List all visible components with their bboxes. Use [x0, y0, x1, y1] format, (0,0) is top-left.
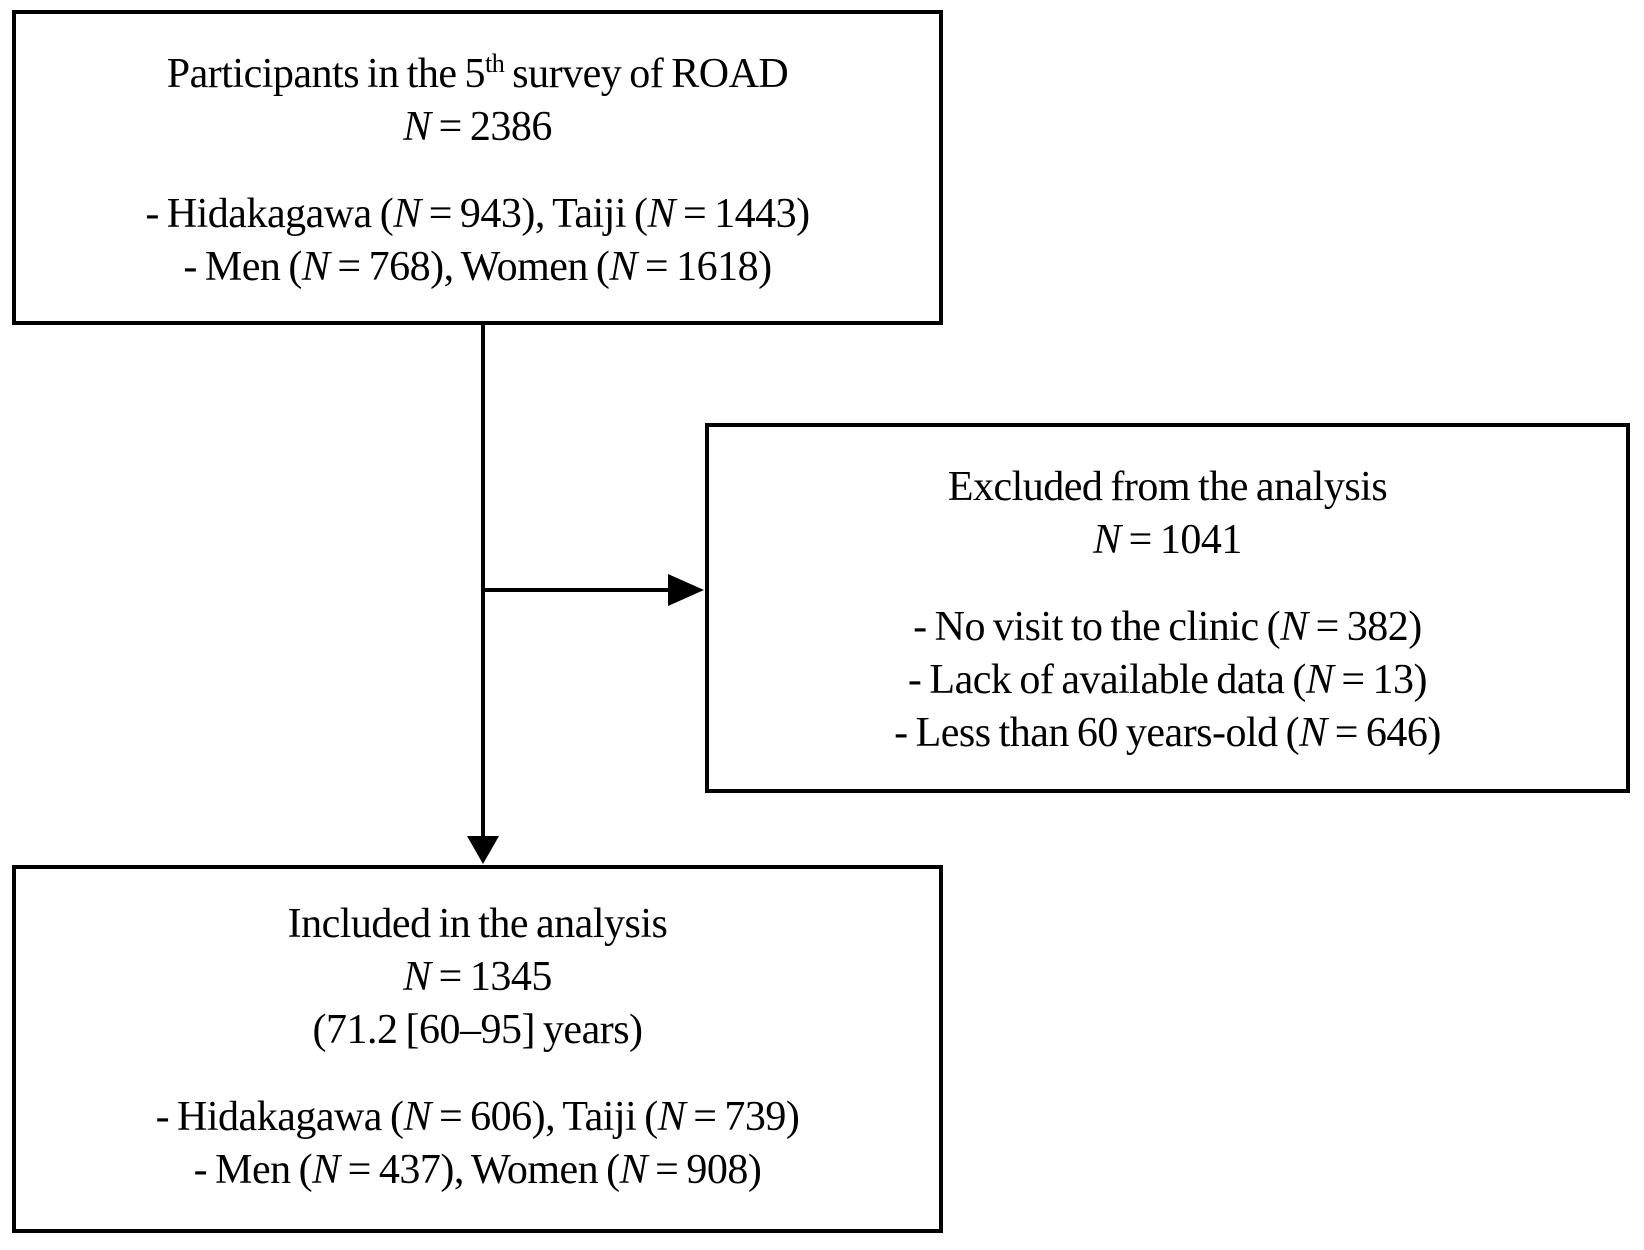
text-segment: - Men ( — [193, 1147, 313, 1193]
text-segment: th — [485, 49, 505, 78]
participants-title: Participants in the 5th survey of ROAD — [16, 48, 939, 101]
participants-count: N = 2386 — [16, 101, 939, 154]
text-segment: Excluded from the analysis — [947, 464, 1388, 510]
text-segment: N — [393, 191, 421, 237]
text-segment: N — [403, 954, 431, 1000]
text-segment: N — [647, 191, 675, 237]
text-segment: survey of ROAD — [504, 51, 789, 97]
text-segment: = 13) — [1333, 657, 1428, 703]
text-segment: = 1041 — [1120, 517, 1243, 563]
text-segment: - Lack of available data ( — [907, 657, 1306, 703]
text-segment: = 739) — [685, 1094, 800, 1140]
text-segment: N — [1299, 710, 1327, 756]
text-segment: - Less than 60 years-old ( — [894, 710, 1300, 756]
text-segment: - Men ( — [183, 244, 302, 290]
text-segment: = 1443) — [675, 191, 810, 237]
included-title: Included in the analysis — [16, 898, 939, 951]
text-segment: N — [1093, 517, 1121, 563]
text-segment: = 2386 — [430, 104, 553, 150]
excluded-bullet-under-60: - Less than 60 years-old (N = 646) — [709, 707, 1626, 760]
arrow-down-head-icon — [467, 836, 499, 864]
text-segment: - No visit to the clinic ( — [913, 604, 1281, 650]
text-segment: = 943), Taiji ( — [420, 191, 648, 237]
text-segment: N — [1280, 604, 1308, 650]
text-segment: = 768), Women ( — [329, 244, 610, 290]
text-segment: N — [1305, 657, 1334, 703]
text-segment: = 437), Women ( — [339, 1147, 621, 1193]
participants-bullet-sex: - Men (N = 768), Women (N = 1618) — [16, 241, 939, 294]
text-segment: N — [619, 1147, 648, 1193]
participants-bullet-sites: - Hidakagawa (N = 943), Taiji (N = 1443) — [16, 188, 939, 241]
box-participants: Participants in the 5th survey of ROAD N… — [12, 10, 943, 325]
text-segment: N — [312, 1147, 340, 1193]
text-segment: N — [403, 104, 431, 150]
text-segment: - Hidakagawa ( — [155, 1094, 404, 1140]
text-segment: = 908) — [647, 1147, 762, 1193]
included-age-range: (71.2 [60–95] years) — [16, 1004, 939, 1057]
text-segment: = 382) — [1307, 604, 1423, 650]
box-excluded: Excluded from the analysis N = 1041 - No… — [705, 423, 1630, 793]
text-segment: (71.2 [60–95] years) — [312, 1007, 643, 1053]
excluded-bullet-no-visit: - No visit to the clinic (N = 382) — [709, 601, 1626, 654]
box-included: Included in the analysis N = 1345 (71.2 … — [12, 865, 943, 1233]
included-bullet-sex: - Men (N = 437), Women (N = 908) — [16, 1144, 939, 1197]
excluded-bullet-lack-data: - Lack of available data (N = 13) — [709, 654, 1626, 707]
text-segment: N — [403, 1094, 431, 1140]
text-segment: N — [657, 1094, 686, 1140]
text-segment: = 646) — [1326, 710, 1442, 756]
text-segment: = 1618) — [636, 244, 772, 290]
text-segment: Included in the analysis — [287, 901, 668, 947]
excluded-count: N = 1041 — [709, 514, 1626, 567]
included-bullet-sites: - Hidakagawa (N = 606), Taiji (N = 739) — [16, 1091, 939, 1144]
arrow-right-head-icon — [668, 574, 704, 606]
text-segment: N — [609, 244, 637, 290]
included-count: N = 1345 — [16, 951, 939, 1004]
text-segment: N — [301, 244, 330, 290]
text-segment: - Hidakagawa ( — [145, 191, 394, 237]
text-segment: = 606), Taiji ( — [430, 1094, 658, 1140]
excluded-title: Excluded from the analysis — [709, 461, 1626, 514]
text-segment: Participants in the 5 — [166, 51, 486, 97]
text-segment: = 1345 — [430, 954, 553, 1000]
